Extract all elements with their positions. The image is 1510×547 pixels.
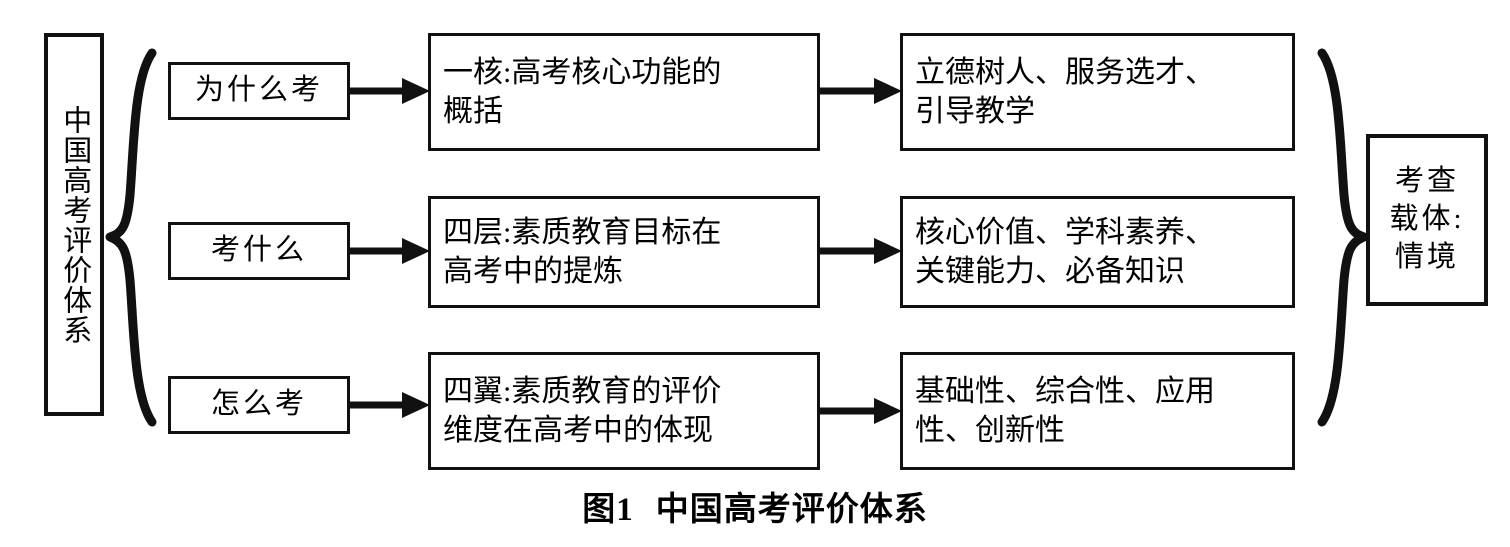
right-brace-icon [1317, 48, 1369, 427]
question-box-row3[interactable]: 怎么考 [168, 376, 350, 434]
question-box-row2[interactable]: 考什么 [168, 222, 350, 280]
arrow-q2-to-d2 [348, 238, 430, 264]
arrow-q1-to-d1 [348, 78, 430, 104]
figure-caption: 图1 中国高考评价体系 [0, 482, 1510, 530]
definition-label-row2: 四层:素质教育目标在 高考中的提炼 [443, 216, 722, 288]
arrow-d2-to-c2 [818, 238, 902, 264]
root-concept-box[interactable]: 中国高考评价体系 [44, 33, 104, 416]
question-label-row1: 为什么考 [194, 74, 323, 107]
root-concept-label: 中国高考评价体系 [58, 104, 91, 345]
figure-caption-number: 图1 [582, 492, 634, 528]
definition-box-row2[interactable]: 四层:素质教育目标在 高考中的提炼 [428, 196, 820, 308]
content-box-row1[interactable]: 立德树人、服务选才、 引导教学 [900, 33, 1295, 151]
content-box-row3[interactable]: 基础性、综合性、应用 性、创新性 [900, 352, 1295, 470]
question-label-row2: 考什么 [210, 234, 307, 267]
question-box-row1[interactable]: 为什么考 [168, 62, 350, 120]
carrier-box[interactable]: 考查 载体: 情境 [1366, 134, 1488, 306]
content-box-row2[interactable]: 核心价值、学科素养、 关键能力、必备知识 [900, 196, 1295, 308]
content-label-row2: 核心价值、学科素养、 关键能力、必备知识 [915, 216, 1215, 288]
carrier-label: 考查 载体: 情境 [1389, 165, 1465, 273]
definition-label-row3: 四翼:素质教育的评价 维度在高考中的体现 [443, 375, 722, 447]
question-label-row3: 怎么考 [210, 388, 307, 421]
definition-label-row1: 一核:高考核心功能的 概括 [443, 56, 722, 128]
left-brace-icon [105, 48, 157, 427]
content-label-row3: 基础性、综合性、应用 性、创新性 [915, 375, 1215, 447]
figure-caption-title: 中国高考评价体系 [655, 492, 928, 528]
arrow-d3-to-c3 [818, 398, 902, 424]
definition-box-row1[interactable]: 一核:高考核心功能的 概括 [428, 33, 820, 151]
arrow-q3-to-d3 [348, 392, 430, 418]
definition-box-row3[interactable]: 四翼:素质教育的评价 维度在高考中的体现 [428, 352, 820, 470]
arrow-d1-to-c1 [818, 78, 902, 104]
content-label-row1: 立德树人、服务选才、 引导教学 [915, 56, 1215, 128]
